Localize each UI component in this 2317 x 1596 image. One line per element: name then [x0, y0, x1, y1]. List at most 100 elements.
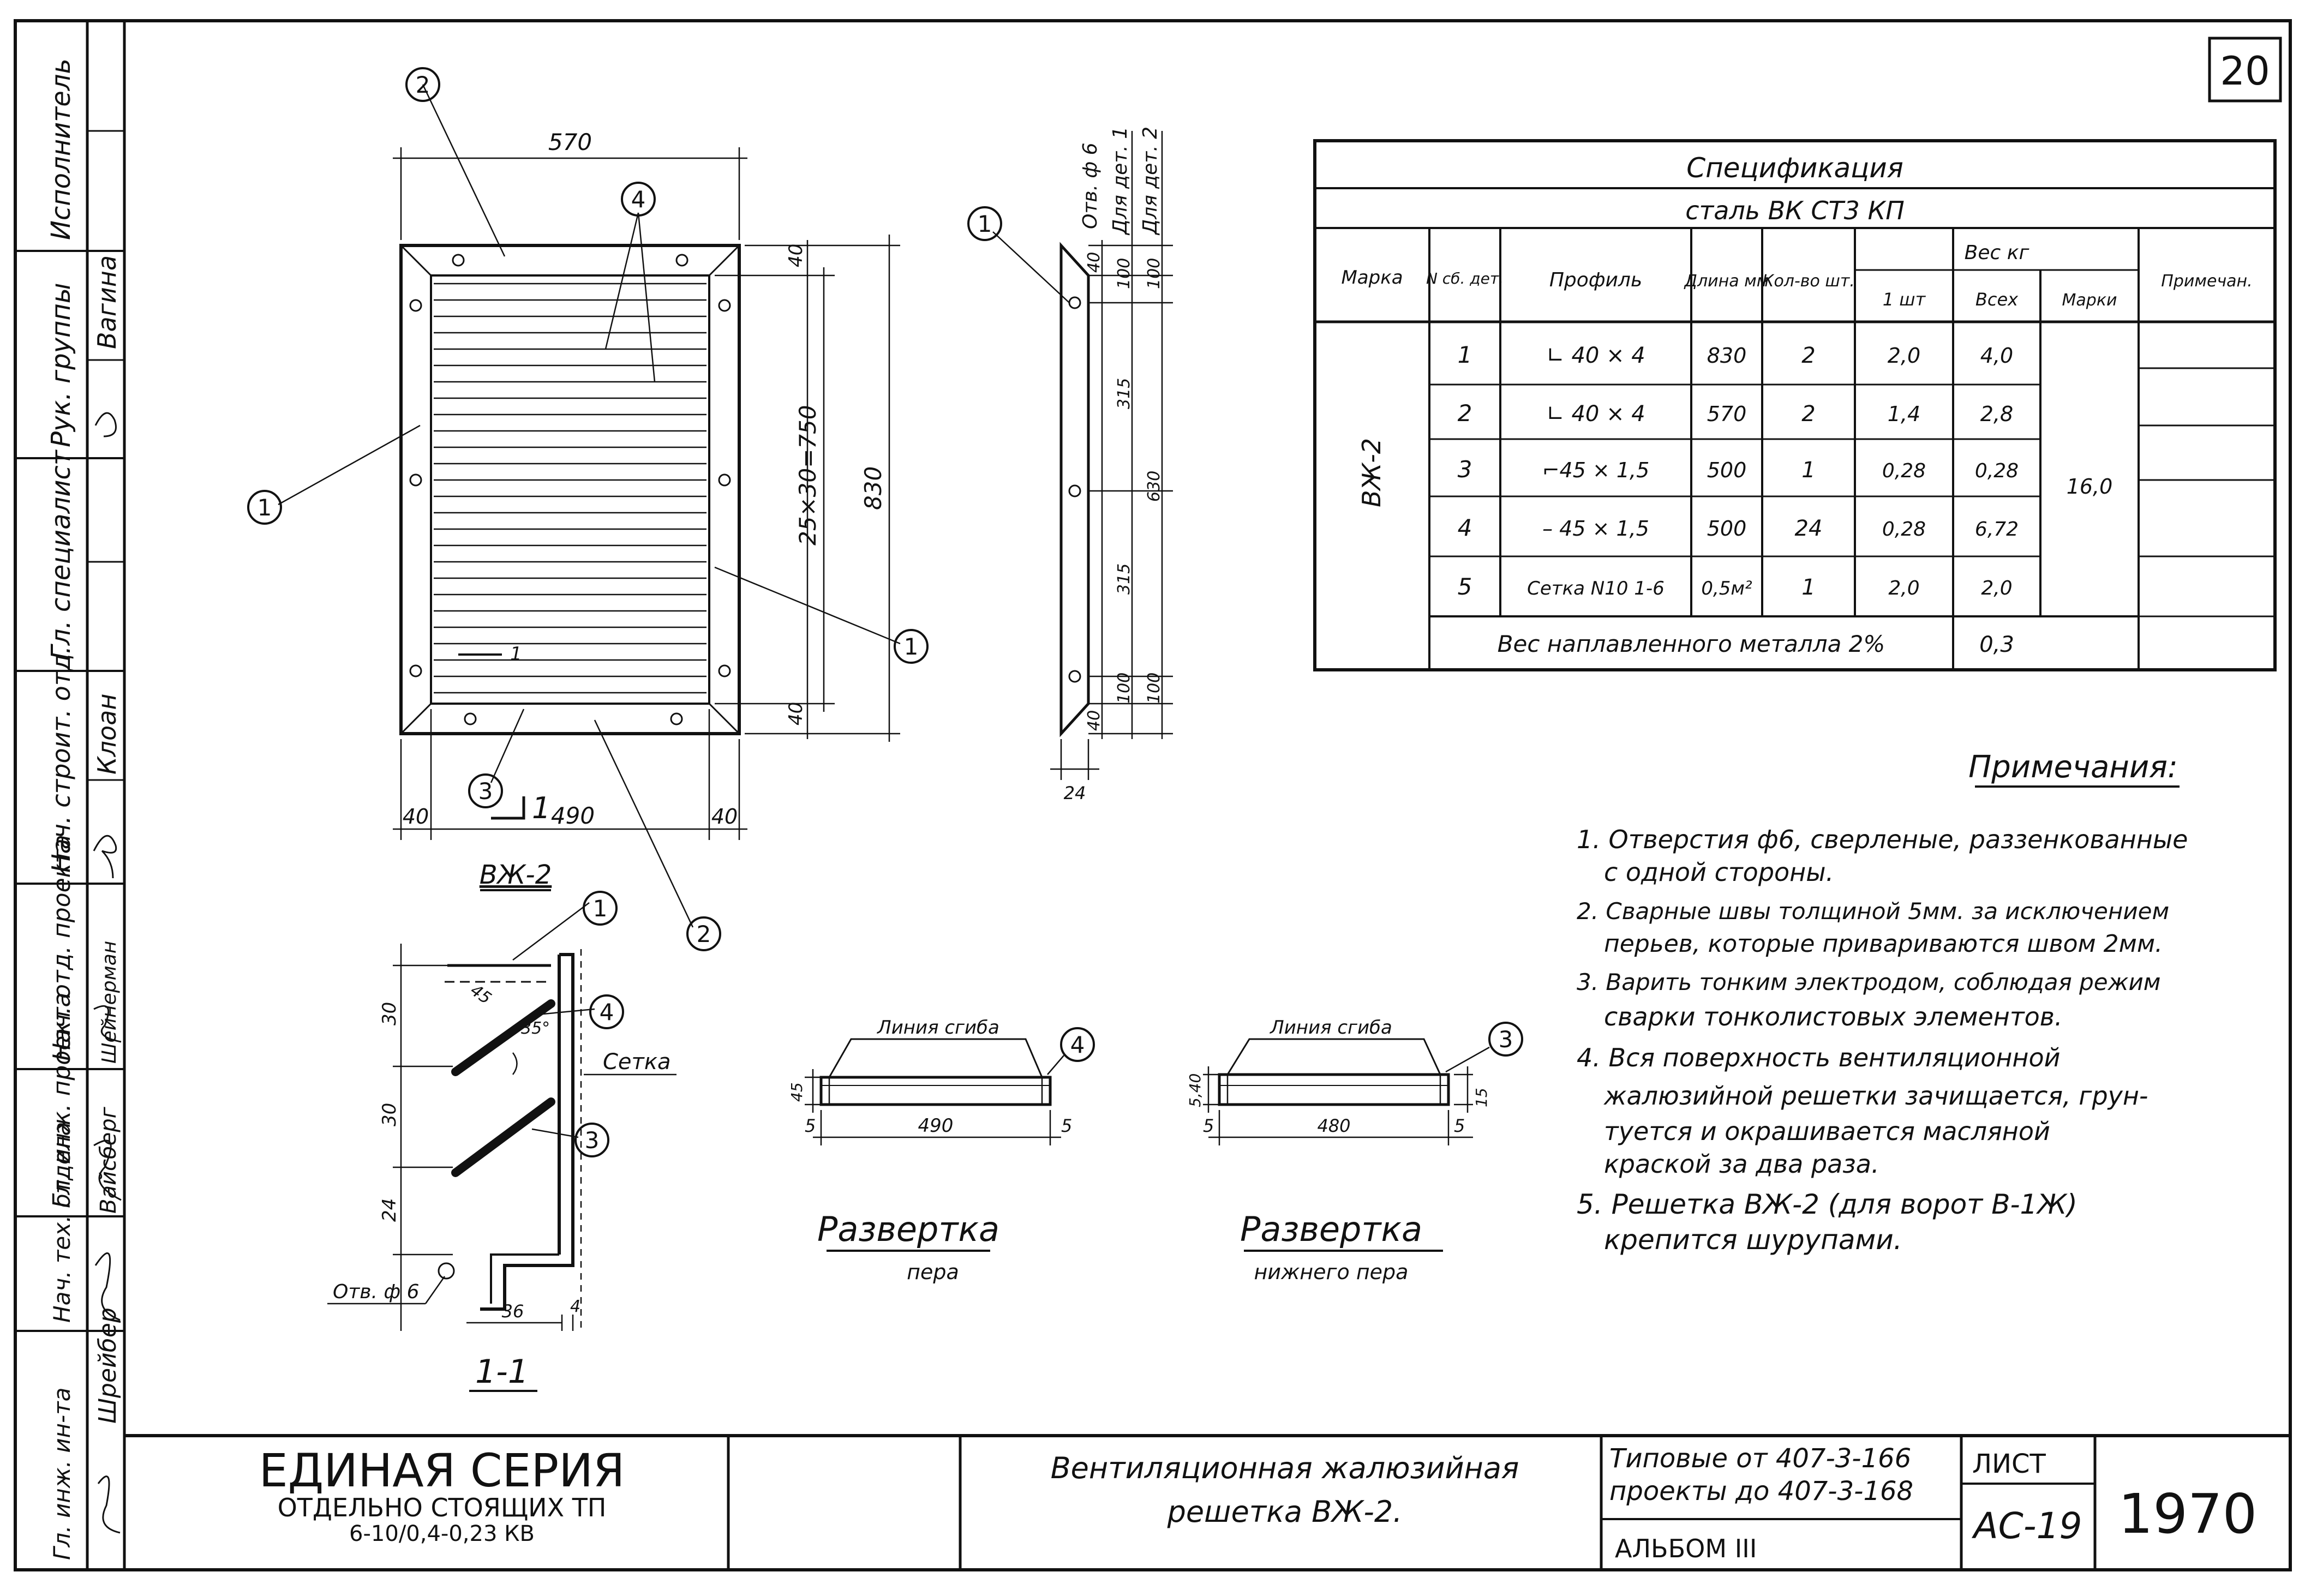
signature-1	[94, 412, 117, 437]
spec-h-mark: Марка	[1341, 267, 1403, 289]
note-line-1: 1. Отверстия ф6, сверленые, раззенкованн…	[1577, 825, 2188, 854]
main-section-mark-bottom: 1	[532, 791, 550, 825]
spec-r4-qty: 24	[1795, 516, 1823, 541]
spec-r5-w1: 2,0	[1888, 577, 1919, 599]
dev2-title: Развертка	[1240, 1209, 1422, 1249]
section-callout-4: 4	[600, 999, 614, 1025]
dev1-dim-width: 45	[788, 1082, 806, 1102]
section-dim-30a: 30	[379, 1002, 400, 1025]
signature-4	[93, 1139, 122, 1201]
sheet-label: ЛИСТ	[1972, 1449, 2046, 1479]
dev1-dim-length: 490	[918, 1115, 954, 1137]
spec-weld-label: Вес наплавленного металла 2%	[1498, 631, 1885, 657]
notes-title: Примечания:	[1968, 749, 2178, 785]
development-2	[1203, 1022, 1523, 1145]
spec-h-w-all: Всех	[1975, 289, 2019, 310]
spec-r4-profile: – 45 × 1,5	[1542, 517, 1649, 541]
spec-r1-wall: 4,0	[1980, 344, 2013, 368]
side-label-det2: Для дет. 2	[1139, 127, 1162, 236]
callout-4-top: 4	[631, 186, 646, 213]
project-line-1: Типовые от 407-3-166	[1609, 1443, 1911, 1474]
note-line-6: сварки тонколистовых элементов.	[1604, 1002, 2063, 1031]
name-3: Шейнерман	[98, 941, 121, 1064]
section-label-hole: Отв. ф 6	[333, 1281, 420, 1303]
note-line-8: жалюзийной решетки зачищается, грун-	[1603, 1081, 2148, 1111]
dev1-dim-right: 5	[1061, 1115, 1072, 1136]
signature-3	[93, 1005, 122, 1043]
section-view	[327, 891, 676, 1331]
side-dim-100-top-b: 100	[1145, 258, 1164, 289]
side-callout: 1	[978, 211, 992, 237]
spec-r3-profile: ⌐45 × 1,5	[1542, 458, 1650, 482]
side-dim-100-bot-b: 100	[1145, 673, 1164, 704]
spec-r4-length: 500	[1707, 517, 1747, 541]
side-dim-24: 24	[1064, 783, 1086, 803]
callout-1-left: 1	[258, 494, 272, 521]
album: АЛЬБОМ III	[1615, 1534, 1757, 1563]
section-angle: 35°	[521, 1019, 550, 1038]
drawing-title-2: решетка ВЖ-2.	[1167, 1495, 1403, 1529]
callout-2-bottom: 2	[697, 921, 711, 947]
name-1: Вагина	[92, 255, 122, 349]
spec-h-weight: Вес кг	[1965, 242, 2030, 264]
note-line-10: краской за два раза.	[1604, 1149, 1879, 1179]
note-line-9: туется и окрашивается масляной	[1604, 1117, 2050, 1146]
section-caption: 1-1	[475, 1353, 529, 1391]
main-dim-top: 570	[548, 129, 592, 155]
callout-1-right: 1	[904, 633, 919, 660]
outer-frame	[14, 19, 2292, 1571]
series-title: ЕДИНАЯ СЕРИЯ	[259, 1444, 625, 1497]
series-sub2: 6-10/0,4-0,23 КВ	[349, 1521, 535, 1546]
side-dim-40-bot: 40	[1085, 710, 1104, 731]
spec-r1-qty: 2	[1801, 343, 1815, 368]
side-dim-40-top: 40	[1085, 252, 1104, 273]
spec-h-qty: Кол-во шт.	[1762, 272, 1855, 291]
spec-r2-profile: ∟ 40 × 4	[1546, 401, 1645, 427]
spec-r3-w1: 0,28	[1882, 460, 1926, 482]
side-dim-630: 630	[1145, 471, 1164, 502]
sheet-number-box	[2208, 37, 2282, 103]
side-dim-315-bot: 315	[1115, 563, 1134, 595]
spec-r2-n: 2	[1458, 400, 1472, 427]
spec-table	[1313, 139, 2277, 671]
main-dim-bottom-left: 40	[403, 805, 429, 829]
role-5: Нач. отд. проекта	[48, 835, 76, 1061]
series-sub1: ОТДЕЛЬНО СТОЯЩИХ ТП	[278, 1493, 607, 1522]
left-strip: Исполнитель Рук. группы Гл. специалист Н…	[15, 58, 124, 1560]
section-frame-angle	[480, 953, 574, 1311]
note-line-2: с одной стороны.	[1604, 857, 1834, 887]
dev2-bend-line: Линия сгиба	[1269, 1017, 1392, 1039]
role-8: Гл. инж. ин-та	[49, 1388, 75, 1560]
signature-5	[94, 1252, 121, 1321]
spec-mark-weight: 16,0	[2067, 475, 2113, 499]
role-4: Нач. строит. отд.	[46, 646, 76, 873]
title-block	[124, 1434, 2290, 1570]
spec-h-length: Длина мм	[1684, 272, 1769, 291]
name-5: Шрейбер	[94, 1307, 122, 1424]
dev2-dim-rside: 15	[1472, 1088, 1490, 1107]
main-dim-louvers: 25×30=750	[794, 405, 821, 545]
spec-r1-profile: ∟ 40 × 4	[1546, 343, 1645, 368]
note-line-4: перьев, которые привариваются швом 2мм.	[1604, 930, 2163, 958]
name-2: Клоан	[92, 694, 122, 775]
spec-r4-n: 4	[1458, 514, 1472, 541]
name-4: Вайсберг	[96, 1106, 121, 1214]
spec-r4-w1: 0,28	[1882, 518, 1926, 541]
dev1-dim-left: 5	[805, 1115, 816, 1136]
note-line-3: 2. Сварные швы толщиной 5мм. за исключен…	[1577, 898, 2169, 925]
spec-r3-qty: 1	[1801, 458, 1815, 483]
side-dim-100-top: 100	[1115, 258, 1134, 289]
note-line-5: 3. Варить тонким электродом, соблюдая ре…	[1577, 969, 2160, 995]
role-3: Гл. специалист	[46, 449, 76, 660]
spec-r5-length: 0,5м²	[1701, 578, 1752, 599]
dev1-callout: 4	[1070, 1031, 1085, 1058]
section-dim-4: 4	[570, 1297, 580, 1316]
side-label-det1: Для дет. 1	[1109, 127, 1131, 236]
signature-2	[93, 835, 117, 879]
section-dim-45: 45	[466, 981, 494, 1009]
role-7: Нач. тех. отдела	[49, 1122, 75, 1323]
spec-r5-n: 5	[1458, 573, 1472, 600]
spec-weld-value: 0,3	[1979, 632, 2014, 657]
section-dim-30b: 30	[379, 1103, 400, 1126]
